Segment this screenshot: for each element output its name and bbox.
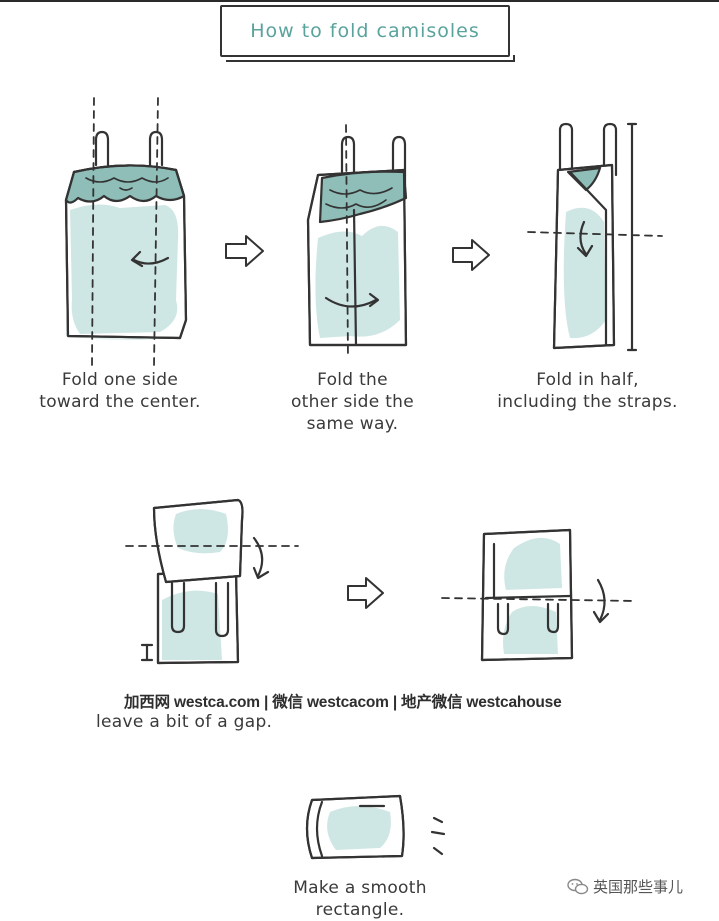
brand-label: 英国那些事儿 bbox=[567, 876, 683, 897]
watermark-text: 加西网 westca.com | 微信 westcacom | 地产微信 wes… bbox=[124, 694, 562, 711]
top-border bbox=[0, 0, 719, 2]
brand-name: 英国那些事儿 bbox=[593, 878, 684, 896]
step3-camisole bbox=[527, 122, 663, 352]
arrow-right-icon bbox=[225, 235, 264, 267]
step2-camisole bbox=[306, 124, 408, 359]
fold-arrow-icon bbox=[252, 536, 264, 578]
fold-arrow-icon bbox=[579, 220, 588, 256]
fold-arrow-icon bbox=[596, 578, 606, 622]
step2-caption: Fold the other side the same way. bbox=[290, 370, 415, 434]
title-banner: How to fold camisoles bbox=[220, 5, 515, 62]
step4-caption: leave a bit of a gap. bbox=[96, 712, 273, 732]
step5-folded bbox=[441, 528, 637, 662]
step3-caption: Fold in half, including the straps. bbox=[497, 370, 678, 412]
wechat-icon bbox=[567, 878, 589, 894]
fold-arrow-icon bbox=[324, 296, 378, 308]
step1-camisole bbox=[64, 97, 188, 366]
step4-folded bbox=[125, 498, 299, 665]
page-title: How to fold camisoles bbox=[250, 20, 480, 42]
arrow-right-icon bbox=[347, 577, 384, 609]
fold-arrow-icon bbox=[132, 256, 170, 265]
step6-caption: Make a smooth rectangle. bbox=[293, 878, 427, 920]
step1-caption: Fold one side toward the center. bbox=[39, 370, 201, 412]
step6-rectangle bbox=[305, 794, 446, 860]
arrow-right-icon bbox=[452, 239, 490, 271]
